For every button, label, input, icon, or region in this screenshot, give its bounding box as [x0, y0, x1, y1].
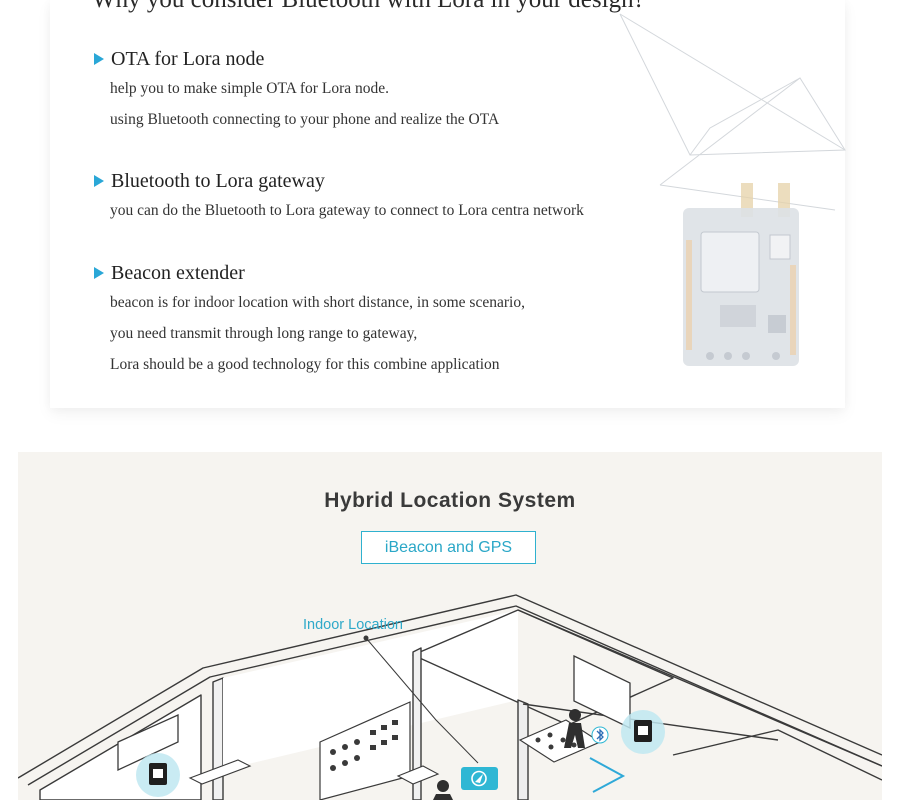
lora-board-illustration [619, 13, 846, 366]
feature-line: Lora should be a good technology for thi… [110, 356, 500, 373]
feature-gateway: Bluetooth to Lora gateway you can do the… [92, 169, 584, 226]
section-title: Hybrid Location System [324, 489, 576, 512]
feature-line: you need transmit through long range to … [110, 325, 418, 342]
play-triangle-icon [94, 175, 104, 187]
feature-ota: OTA for Lora node help you to make simpl… [92, 47, 499, 135]
feature-title: Bluetooth to Lora gateway [111, 169, 325, 192]
feature-title: Beacon extender [111, 261, 245, 284]
feature-beacon: Beacon extender beacon is for indoor loc… [92, 261, 525, 380]
ibeacon-gps-badge: iBeacon and GPS [361, 531, 536, 564]
beacon-device-left [136, 753, 180, 797]
feature-title: OTA for Lora node [111, 47, 265, 70]
feature-line: help you to make simple OTA for Lora nod… [110, 80, 389, 97]
play-triangle-icon [94, 267, 104, 279]
beacon-device-right [621, 710, 665, 754]
navigation-icon [461, 767, 498, 790]
page-heading: Why you consider Bluetooth with Lora in … [92, 0, 645, 14]
feature-line: you can do the Bluetooth to Lora gateway… [110, 202, 584, 219]
floor-plan-illustration [18, 594, 882, 800]
indoor-location-label: Indoor Location [303, 617, 403, 633]
bluetooth-icon [591, 726, 609, 744]
feature-line: beacon is for indoor location with short… [110, 294, 525, 311]
feature-line: using Bluetooth connecting to your phone… [110, 111, 500, 128]
play-triangle-icon [94, 53, 104, 65]
